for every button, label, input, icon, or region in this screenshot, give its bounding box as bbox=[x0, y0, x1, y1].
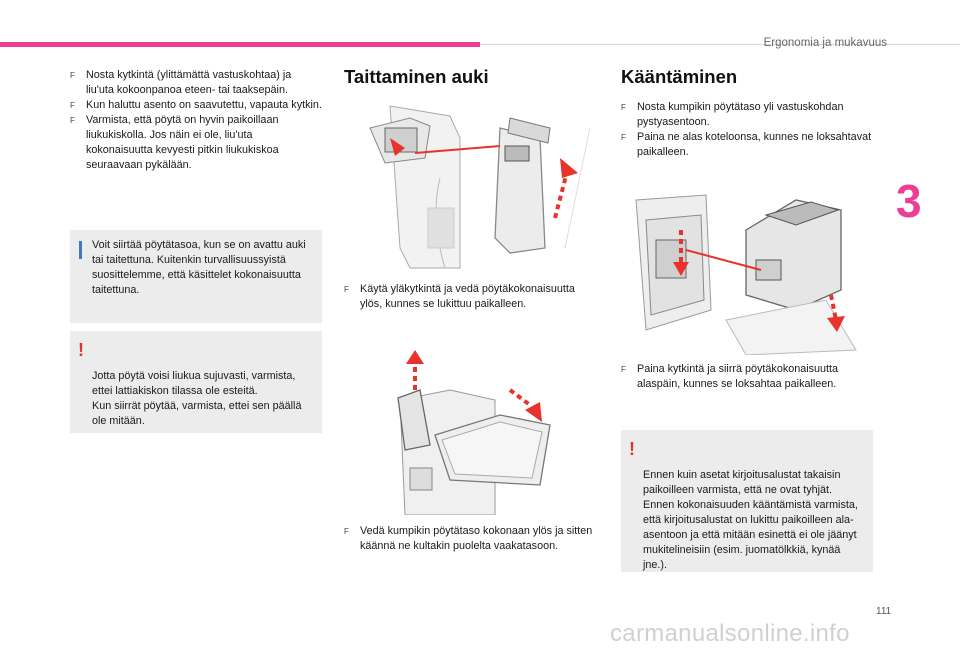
heading-unfold: Taittaminen auki bbox=[344, 66, 489, 87]
list-item-text: Paina kytkintä ja siirrä pöytäkokonaisuu… bbox=[637, 363, 839, 390]
list-item: F Vedä kumpikin pöytätaso kokonaan ylös j… bbox=[344, 524, 594, 554]
list-item-text: Kun haluttu asento on saavutettu, vapaut… bbox=[86, 99, 322, 111]
list-item-text: Käytä yläkytkintä ja vedä pöytäkokonaisu… bbox=[360, 283, 575, 310]
unfold-step1: F Käytä yläkytkintä ja vedä pöytäkokonais… bbox=[344, 282, 594, 312]
unfold-step2-list: F Vedä kumpikin pöytätaso kokonaan ylös j… bbox=[344, 524, 594, 554]
illustration-rotate bbox=[626, 190, 866, 355]
bullet-marker: F bbox=[70, 71, 75, 80]
rotate-bullet-list: F Nosta kumpikin pöytätaso yli vastuskohd… bbox=[621, 100, 873, 160]
left-bullet-list: F Nosta kytkintä (ylittämättä vastuskohta… bbox=[70, 68, 322, 173]
list-item: F Kun haluttu asento on saavutettu, vapau… bbox=[70, 98, 322, 113]
list-item: F Paina kytkintä ja siirrä pöytäkokonaisu… bbox=[621, 362, 873, 392]
rotate-step2-list: F Paina kytkintä ja siirrä pöytäkokonaisu… bbox=[621, 362, 873, 392]
list-item-text: Nosta kytkintä (ylittämättä vastuskohtaa… bbox=[86, 69, 292, 96]
illustration-unfold-step1 bbox=[350, 98, 595, 276]
list-item: F Nosta kytkintä (ylittämättä vastuskohta… bbox=[70, 68, 322, 98]
header-divider bbox=[480, 44, 960, 45]
list-item-text: Nosta kumpikin pöytätaso yli vastuskohda… bbox=[637, 101, 844, 128]
unfold-step2: F Vedä kumpikin pöytätaso kokonaan ylös j… bbox=[344, 524, 594, 554]
info-note: Voit siirtää pöytätasoa, kun se on avatt… bbox=[70, 230, 322, 323]
rotate-steps: F Nosta kumpikin pöytätaso yli vastuskohd… bbox=[621, 100, 873, 160]
info-icon bbox=[79, 241, 82, 259]
illustration-unfold-step2 bbox=[380, 350, 580, 515]
info-note-text: Voit siirtää pöytätasoa, kun se on avatt… bbox=[92, 239, 306, 296]
bullet-marker: F bbox=[344, 527, 349, 536]
page-number: 111 bbox=[876, 606, 892, 617]
left-column: F Nosta kytkintä (ylittämättä vastuskohta… bbox=[70, 68, 322, 173]
bullet-marker: F bbox=[344, 285, 349, 294]
bullet-marker: F bbox=[621, 103, 626, 112]
warning-note-text: Ennen kuin asetat kirjoitusalustat takai… bbox=[643, 469, 858, 571]
bullet-marker: F bbox=[621, 133, 626, 142]
warning-note: ! Jotta pöytä voisi liukua sujuvasti, va… bbox=[70, 331, 322, 433]
list-item: F Paina ne alas koteloonsa, kunnes ne lok… bbox=[621, 130, 873, 160]
list-item-text: Paina ne alas koteloonsa, kunnes ne loks… bbox=[637, 131, 872, 158]
list-item-text: Varmista, että pöytä on hyvin paikoillaa… bbox=[86, 114, 279, 171]
warning-icon: ! bbox=[629, 439, 635, 459]
heading-rotate: Kääntäminen bbox=[621, 66, 738, 87]
warning-icon: ! bbox=[78, 340, 84, 360]
list-item: F Varmista, että pöytä on hyvin paikoilla… bbox=[70, 113, 322, 173]
rotate-step2: F Paina kytkintä ja siirrä pöytäkokonaisu… bbox=[621, 362, 873, 392]
bullet-marker: F bbox=[621, 365, 626, 374]
list-item-text: Vedä kumpikin pöytätaso kokonaan ylös ja… bbox=[360, 525, 593, 552]
watermark: carmanualsonline.info bbox=[610, 620, 850, 647]
section-title: Ergonomia ja mukavuus bbox=[763, 37, 887, 49]
warning-note-text: Jotta pöytä voisi liukua sujuvasti, varm… bbox=[92, 370, 302, 427]
list-item: F Nosta kumpikin pöytätaso yli vastuskohd… bbox=[621, 100, 873, 130]
header-accent-bar bbox=[0, 42, 480, 47]
list-item: F Käytä yläkytkintä ja vedä pöytäkokonais… bbox=[344, 282, 594, 312]
unfold-step1-list: F Käytä yläkytkintä ja vedä pöytäkokonais… bbox=[344, 282, 594, 312]
rotate-warning-note: ! Ennen kuin asetat kirjoitusalustat tak… bbox=[621, 430, 873, 572]
chapter-number: 3 bbox=[896, 175, 922, 227]
bullet-marker: F bbox=[70, 101, 75, 110]
bullet-marker: F bbox=[70, 116, 75, 125]
